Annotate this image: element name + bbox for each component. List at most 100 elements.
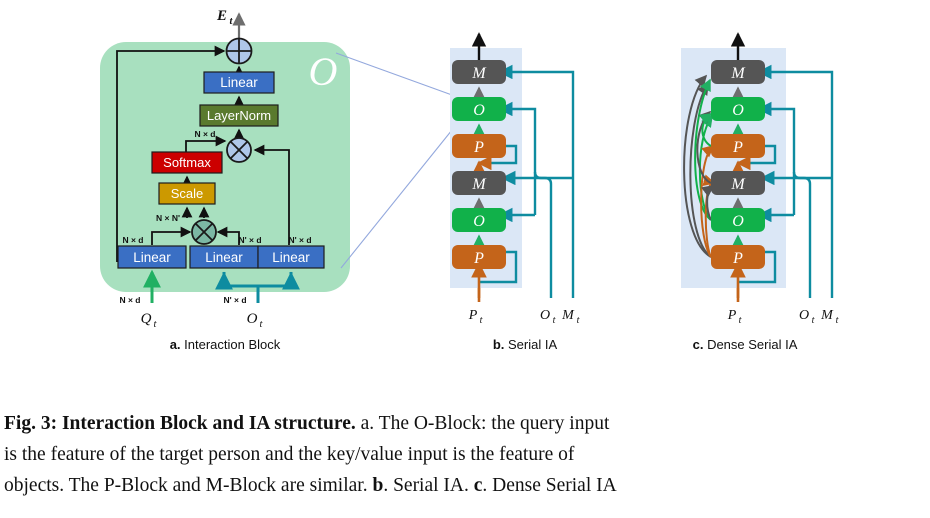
- panel-c-block-o-top-glyph: O: [732, 102, 744, 119]
- panel-c-o-trunk-lower: [800, 176, 812, 298]
- panel-b-block-m-bottom: M: [452, 171, 506, 195]
- linear-q-block: [117, 245, 187, 269]
- panel-c-o-label-sub: t: [812, 315, 815, 326]
- panel-c-dense-serial-ia: M O P M O P P t O t M t: [681, 32, 839, 326]
- query-input-label: Q: [141, 311, 152, 327]
- panel-c-m-label: M: [820, 308, 834, 323]
- figure-caption: Fig. 3: Interaction Block and IA structu…: [4, 408, 926, 501]
- add-circle: [225, 37, 253, 65]
- query-connection: [151, 226, 192, 245]
- caption-figure-title: Interaction Block and IA structure.: [61, 413, 356, 434]
- linear-v-block: [257, 245, 325, 269]
- panel-a-title: Interaction Block: [184, 337, 281, 352]
- panel-c-m-label-sub: t: [836, 315, 839, 326]
- panel-c-block-o-top: O: [711, 97, 765, 121]
- panel-c-block-m-bottom: M: [711, 171, 765, 195]
- panel-c-block-p-bottom: P: [711, 245, 765, 269]
- panel-b-block-m-bottom-glyph: M: [471, 176, 487, 193]
- panel-b-block-p-bottom-glyph: P: [473, 250, 484, 267]
- object-input-label: O: [247, 311, 258, 327]
- panel-b-p-label: P: [468, 308, 478, 323]
- panel-c-block-o-bottom: O: [711, 208, 765, 232]
- panel-b-block-o-top: O: [452, 97, 506, 121]
- zoom-connector-lines: [335, 52, 453, 269]
- output-label-E: E: [216, 8, 227, 24]
- p-loop-bottom: [479, 250, 518, 284]
- scale-label: Scale: [171, 186, 204, 201]
- panel-b-block-o-bottom: O: [452, 208, 506, 232]
- p-loop-top: [477, 144, 518, 171]
- caption-line-1: Fig. 3: Interaction Block and IA structu…: [4, 408, 926, 439]
- panel-c-block-p-top-glyph: P: [732, 139, 743, 156]
- softmax-to-matmul-arrow: [185, 135, 227, 152]
- panel-b-block-p-bottom: P: [452, 245, 506, 269]
- key-connection: [216, 226, 240, 245]
- layernorm-label: LayerNorm: [207, 108, 271, 123]
- linear-k-label: Linear: [205, 250, 243, 265]
- panel-c-p-loop-top: [736, 144, 777, 171]
- value-connection: [253, 144, 290, 245]
- panel-b-o-label-sub: t: [553, 315, 556, 326]
- caption-line-3: objects. The P-Block and M-Block are sim…: [4, 475, 617, 496]
- output-label-E-subscript: t: [230, 16, 234, 27]
- panel-c-p-label: P: [727, 308, 737, 323]
- softmax-block: [151, 151, 223, 174]
- layernorm-block: [199, 104, 279, 127]
- panel-c-label: c. Dense Serial IA: [693, 337, 798, 352]
- panel-c-p-label-sub: t: [739, 315, 742, 326]
- panel-c-title: Dense Serial IA: [707, 337, 798, 352]
- dim-label-q-linear: N × d: [122, 235, 143, 245]
- panel-a-letter: a.: [170, 337, 181, 352]
- panel-b-m-label: M: [561, 308, 575, 323]
- dim-label-attn-out: N × d: [194, 129, 215, 139]
- object-input-label-subscript: t: [260, 319, 264, 330]
- dim-label-q-input: N × d: [119, 295, 140, 305]
- softmax-label: Softmax: [163, 155, 211, 170]
- panel-a-interaction-block: O E t Linear LayerNorm N × d: [100, 8, 350, 330]
- panel-b-block-m-top: M: [452, 60, 506, 84]
- o-trunk-lower: [541, 176, 553, 298]
- panel-c-p-loop-bottom: [738, 250, 777, 284]
- panel-b-title: Serial IA: [508, 337, 557, 352]
- panel-c-block-o-bottom-glyph: O: [732, 213, 744, 230]
- panel-c-block-p-top: P: [711, 134, 765, 158]
- matmul-bottom-circle: [191, 219, 217, 245]
- caption-figure-number: Fig. 3:: [4, 413, 58, 434]
- caption-line-2: is the feature of the target person and …: [4, 444, 575, 465]
- panel-a-background: [100, 42, 350, 292]
- linear-top-block: [203, 71, 275, 94]
- panel-b-p-label-sub: t: [480, 315, 483, 326]
- linear-top-label: Linear: [220, 75, 258, 90]
- panel-b-block-m-top-glyph: M: [471, 65, 487, 82]
- dim-label-v-linear: N' × d: [288, 235, 311, 245]
- query-input-label-subscript: t: [154, 319, 158, 330]
- panel-c-block-m-bottom-glyph: M: [730, 176, 746, 193]
- residual-connection: [116, 45, 226, 262]
- scale-block: [158, 182, 216, 205]
- panel-b-m-label-sub: t: [577, 315, 580, 326]
- panel-b-block-p-top: P: [452, 134, 506, 158]
- dim-label-o-input: N' × d: [223, 295, 246, 305]
- panel-c-block-m-top: M: [711, 60, 765, 84]
- dim-label-k-linear: N' × d: [238, 235, 261, 245]
- panel-b-label: b. Serial IA: [493, 337, 558, 352]
- m-feed-top: [498, 64, 575, 298]
- figure-3-graphic: O E t Linear LayerNorm N × d: [100, 8, 839, 352]
- linear-v-label: Linear: [272, 250, 310, 265]
- panel-b-serial-ia: M O P M O P P t O t M: [450, 32, 580, 326]
- dim-label-attn-scores: N × N': [156, 213, 180, 223]
- caption-line-1-rest: a. The O-Block: the query input: [355, 413, 610, 434]
- matmul-top-circle: [226, 137, 252, 163]
- panel-b-block-o-top-glyph: O: [473, 102, 485, 119]
- dense-skip-connections: [683, 74, 716, 258]
- panel-b-block-o-bottom-glyph: O: [473, 213, 485, 230]
- o-block-watermark-icon: O: [309, 49, 338, 94]
- panel-a-label: a. Interaction Block: [170, 337, 281, 352]
- panel-c-o-label: O: [799, 308, 809, 323]
- panel-c-block-p-bottom-glyph: P: [732, 250, 743, 267]
- panel-c-m-feed-top: [757, 64, 834, 298]
- panel-c-block-m-top-glyph: M: [730, 65, 746, 82]
- panel-b-o-label: O: [540, 308, 550, 323]
- panel-b-letter: b.: [493, 337, 505, 352]
- linear-q-label: Linear: [133, 250, 171, 265]
